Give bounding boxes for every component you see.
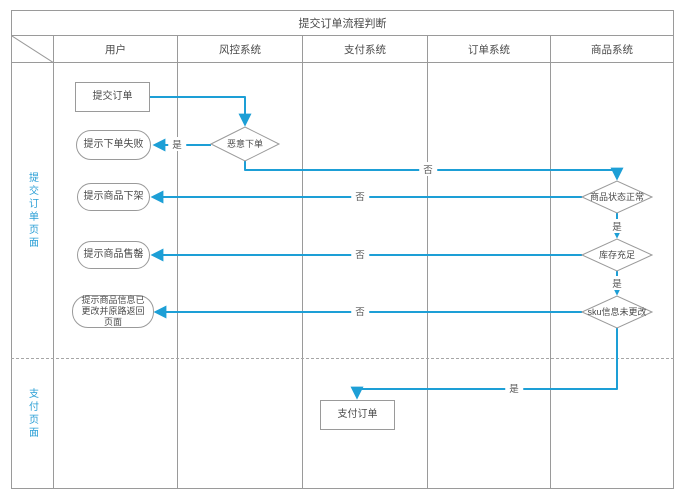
- edge-label-yes-4: 是: [505, 381, 523, 395]
- lane-header-payment-system: 支付系统: [303, 36, 428, 62]
- node-notify-product-soldout: 提示商品售罄: [77, 241, 150, 269]
- lane-divider-1: [53, 62, 54, 489]
- lane-header-risk-system: 风控系统: [178, 36, 303, 62]
- node-notify-order-failed: 提示下单失败: [76, 130, 151, 160]
- svg-text:库存充足: 库存充足: [599, 249, 635, 260]
- phase-divider: [11, 358, 674, 359]
- edge-label-yes-1: 是: [168, 137, 186, 151]
- corner-cell: [11, 35, 55, 64]
- edge-label-yes-2: 是: [608, 219, 626, 233]
- swimlane-frame: 提交订单流程判断 用户 风控系统 支付系统 订单系统 商品系统: [11, 10, 674, 489]
- edge-label-no-1: 否: [419, 162, 437, 176]
- lane-header-product-system: 商品系统: [591, 43, 633, 56]
- svg-text:sku信息未更改: sku信息未更改: [587, 306, 646, 317]
- node-pay-order: 支付订单: [320, 400, 395, 430]
- lane-header-row: 用户 风控系统 支付系统 订单系统 商品系统: [11, 35, 673, 64]
- edge-submit-to-malicious: [150, 96, 252, 127]
- node-notify-product-changed: 提示商品信息已更改并原路返回页面: [72, 295, 154, 328]
- lane-header-order-system: 订单系统: [428, 36, 551, 62]
- decision-sku-unchanged: sku信息未更改: [580, 295, 654, 329]
- lane-divider-2: [177, 62, 178, 489]
- svg-text:商品状态正常: 商品状态正常: [590, 191, 644, 202]
- node-submit-order: 提交订单: [75, 82, 150, 112]
- lane-divider-4: [427, 62, 428, 489]
- decision-stock-sufficient: 库存充足: [580, 238, 654, 272]
- edge-label-yes-3: 是: [608, 276, 626, 290]
- lane-header-user: 用户: [54, 36, 178, 62]
- lane-divider-5: [550, 62, 551, 489]
- edge-label-no-3: 否: [351, 247, 369, 261]
- edge-sku-yes-to-pay: [350, 328, 618, 400]
- edge-label-no-2: 否: [351, 189, 369, 203]
- diagram-title: 提交订单流程判断: [12, 11, 673, 36]
- svg-text:恶意下单: 恶意下单: [227, 138, 263, 149]
- corner-diagonal-line: [11, 35, 55, 64]
- phase-label-submit-order-page: 提交订单页面: [26, 172, 38, 250]
- edge-label-no-4: 否: [351, 304, 369, 318]
- node-notify-product-offline: 提示商品下架: [77, 183, 150, 211]
- lane-divider-3: [302, 62, 303, 489]
- phase-label-payment-page: 支付页面: [26, 388, 38, 440]
- decision-product-status-normal: 商品状态正常: [580, 180, 654, 214]
- decision-malicious-order: 恶意下单: [209, 126, 281, 162]
